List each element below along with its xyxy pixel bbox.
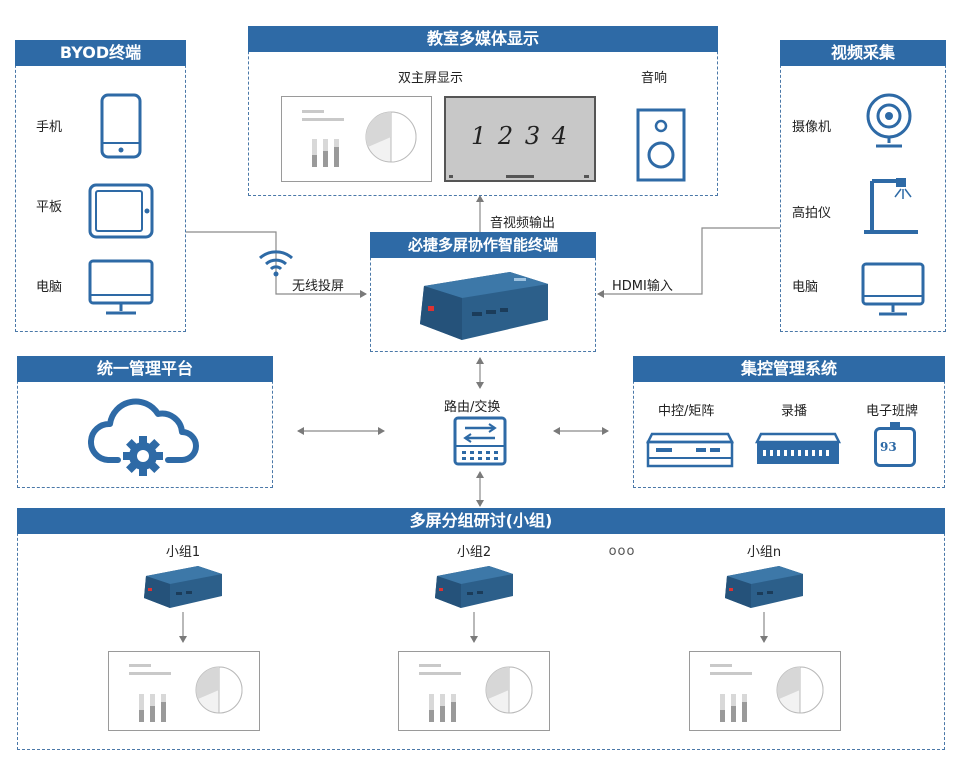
control-item-recording: 录播 — [781, 404, 808, 419]
mini-pc-icon — [435, 566, 513, 608]
group-screen-content — [419, 664, 533, 722]
terminal-title: 必捷多屏协作智能终端 — [370, 232, 596, 258]
mini-pc-icon — [144, 566, 222, 608]
document-camera-icon — [864, 178, 918, 234]
av-out-label: 音视频输出 — [490, 216, 556, 231]
router-icon — [453, 416, 507, 466]
group-screen — [689, 651, 841, 731]
monitor-icon — [861, 262, 925, 316]
screen-left — [281, 96, 432, 182]
hdmi-in-label: HDMI输入 — [612, 279, 673, 294]
dual-screen-label: 双主屏显示 — [398, 71, 464, 86]
video-capture-title: 视频采集 — [780, 40, 946, 66]
speaker-label: 音响 — [641, 71, 668, 86]
group-screen-content — [710, 664, 824, 722]
capture-item-computer: 电脑 — [792, 280, 819, 295]
phone-icon — [100, 93, 142, 159]
mini-pc-icon — [725, 566, 803, 608]
control-item-matrix: 中控/矩阵 — [658, 404, 715, 419]
matrix-device-icon — [646, 432, 734, 468]
byod-item-tablet: 平板 — [36, 200, 63, 215]
groups-title: 多屏分组研讨(小组) — [17, 508, 945, 534]
cloud-gear-icon — [88, 398, 199, 476]
capture-item-doc-camera: 高拍仪 — [792, 206, 832, 221]
hdmi-connector — [597, 227, 780, 298]
speaker-icon — [636, 108, 686, 182]
tablet-icon — [88, 183, 154, 239]
control-title: 集控管理系统 — [633, 356, 945, 382]
group-screen-content — [129, 664, 243, 722]
group-screen — [398, 651, 550, 731]
webcam-icon — [866, 93, 912, 148]
group-screen — [108, 651, 260, 731]
class-badge-stand — [890, 422, 900, 427]
control-item-class-badge: 电子班牌 — [866, 404, 919, 419]
capture-item-camera: 摄像机 — [792, 120, 832, 135]
management-title: 统一管理平台 — [17, 356, 273, 382]
display-title: 教室多媒体显示 — [248, 26, 718, 52]
group-label: 小组n — [746, 545, 782, 560]
group-label: 小组2 — [456, 545, 492, 560]
byod-item-computer: 电脑 — [36, 280, 63, 295]
router-label: 路由/交换 — [444, 400, 501, 415]
byod-item-phone: 手机 — [36, 120, 63, 135]
recorder-device-icon — [755, 432, 841, 464]
wireless-label: 无线投屏 — [292, 279, 345, 294]
group-label: 小组1 — [165, 545, 201, 560]
wifi-icon — [259, 250, 293, 277]
screen-right: 1 2 3 4 — [444, 96, 596, 182]
class-badge-number: 93 — [880, 440, 897, 454]
handwriting-text: 1 2 3 4 — [471, 122, 569, 150]
whiteboard-toolbar — [449, 175, 589, 178]
ellipsis-text: ooo — [608, 544, 636, 559]
byod-title: BYOD终端 — [15, 40, 186, 66]
wireless-connector — [186, 231, 367, 298]
screen-left-content — [302, 110, 417, 167]
mini-pc-icon — [420, 272, 548, 340]
monitor-icon — [88, 259, 154, 315]
class-badge-icon: 93 — [874, 422, 916, 467]
